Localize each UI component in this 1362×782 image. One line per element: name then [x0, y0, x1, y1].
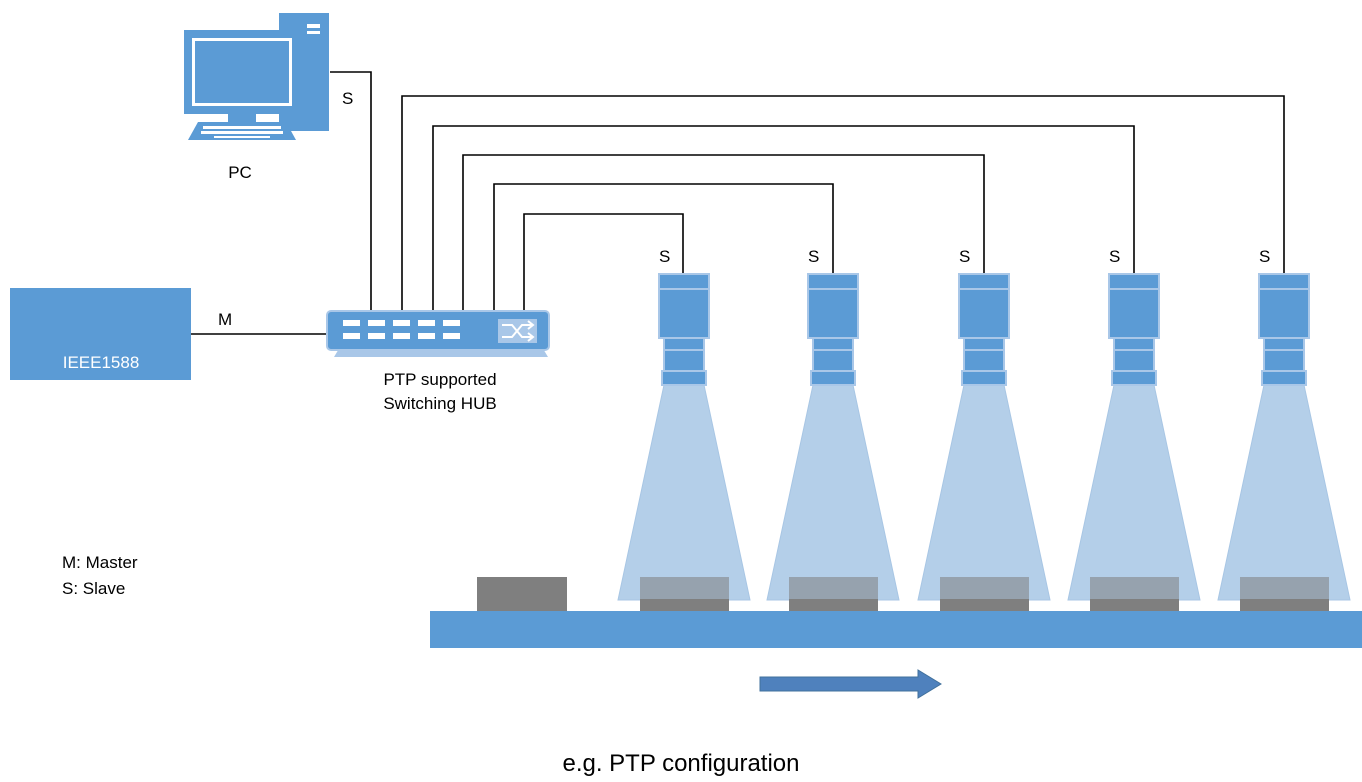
camera-station-1: S: [617, 247, 751, 611]
camera-lens-ring-1: [812, 337, 854, 351]
camera-lens-front: [1261, 370, 1307, 386]
legend-master: M: Master: [62, 553, 138, 572]
camera-lens-front: [1111, 370, 1157, 386]
camera-role-label: S: [1259, 247, 1270, 266]
camera-station-5: S: [1217, 247, 1351, 611]
workpiece: [1090, 577, 1179, 611]
hub-label-line2: Switching HUB: [383, 394, 496, 413]
camera-lens-ring-2: [812, 349, 854, 372]
workpiece-highlight: [640, 577, 729, 599]
camera-body: [1258, 273, 1310, 339]
camera-lens-front: [661, 370, 707, 386]
camera-role-label: S: [1109, 247, 1120, 266]
camera-station-3: S: [917, 247, 1051, 611]
hub-label-line1: PTP supported: [383, 370, 496, 389]
workpiece: [940, 577, 1029, 611]
camera-lens-ring-1: [963, 337, 1005, 351]
light-cone: [1217, 384, 1351, 601]
camera-lens-ring-2: [1263, 349, 1305, 372]
cable-camera-5: [401, 95, 1285, 312]
grandmaster-label: IEEE1588: [63, 353, 140, 372]
camera-body: [658, 273, 710, 339]
camera-role-label: S: [959, 247, 970, 266]
workpiece-highlight: [1090, 577, 1179, 599]
cable-camera-2: [493, 183, 834, 312]
diagram-caption: e.g. PTP configuration: [562, 750, 799, 777]
camera-body: [1108, 273, 1160, 339]
network-switch-icon: [326, 310, 550, 357]
workpiece-highlight: [1240, 577, 1329, 599]
workpiece: [640, 577, 729, 611]
desktop-computer-icon: [184, 13, 329, 140]
cable-camera-3: [462, 154, 985, 312]
camera-lens-front: [961, 370, 1007, 386]
workpiece-highlight: [940, 577, 1029, 599]
legend: M: Master S: Slave: [62, 553, 138, 598]
workpiece-incoming: [477, 577, 567, 611]
light-cone: [617, 384, 751, 601]
pc-label: PC: [228, 163, 252, 182]
camera-lens-ring-2: [663, 349, 705, 372]
legend-slave: S: Slave: [62, 579, 125, 598]
grandmaster-clock: IEEE1588: [10, 288, 191, 380]
light-cone: [1067, 384, 1201, 601]
camera-lens-ring-1: [1263, 337, 1305, 351]
pc-role-label: S: [342, 89, 353, 108]
conveyor-direction-arrow: [759, 669, 942, 699]
conveyor-belt: [430, 611, 1362, 648]
grandmaster-role-label: M: [218, 310, 232, 329]
pc: PC S: [184, 13, 353, 182]
cable-pc: [330, 71, 372, 312]
camera-lens-ring-2: [963, 349, 1005, 372]
camera-role-label: S: [659, 247, 670, 266]
workpiece-highlight: [789, 577, 878, 599]
cable-camera-1: [523, 213, 684, 312]
camera-lens-ring-1: [1113, 337, 1155, 351]
camera-body: [958, 273, 1010, 339]
light-cone: [766, 384, 900, 601]
cable-camera-4: [432, 125, 1135, 312]
workpiece: [789, 577, 878, 611]
camera-role-label: S: [808, 247, 819, 266]
switching-hub: PTP supported Switching HUB: [326, 310, 550, 413]
workpiece: [1240, 577, 1329, 611]
camera-body: [807, 273, 859, 339]
network-cables: [191, 71, 1285, 335]
camera-lens-ring-1: [663, 337, 705, 351]
camera-lens-front: [810, 370, 856, 386]
camera-station-4: S: [1067, 247, 1201, 611]
camera-station-2: S: [766, 247, 900, 611]
camera-lens-ring-2: [1113, 349, 1155, 372]
light-cone: [917, 384, 1051, 601]
